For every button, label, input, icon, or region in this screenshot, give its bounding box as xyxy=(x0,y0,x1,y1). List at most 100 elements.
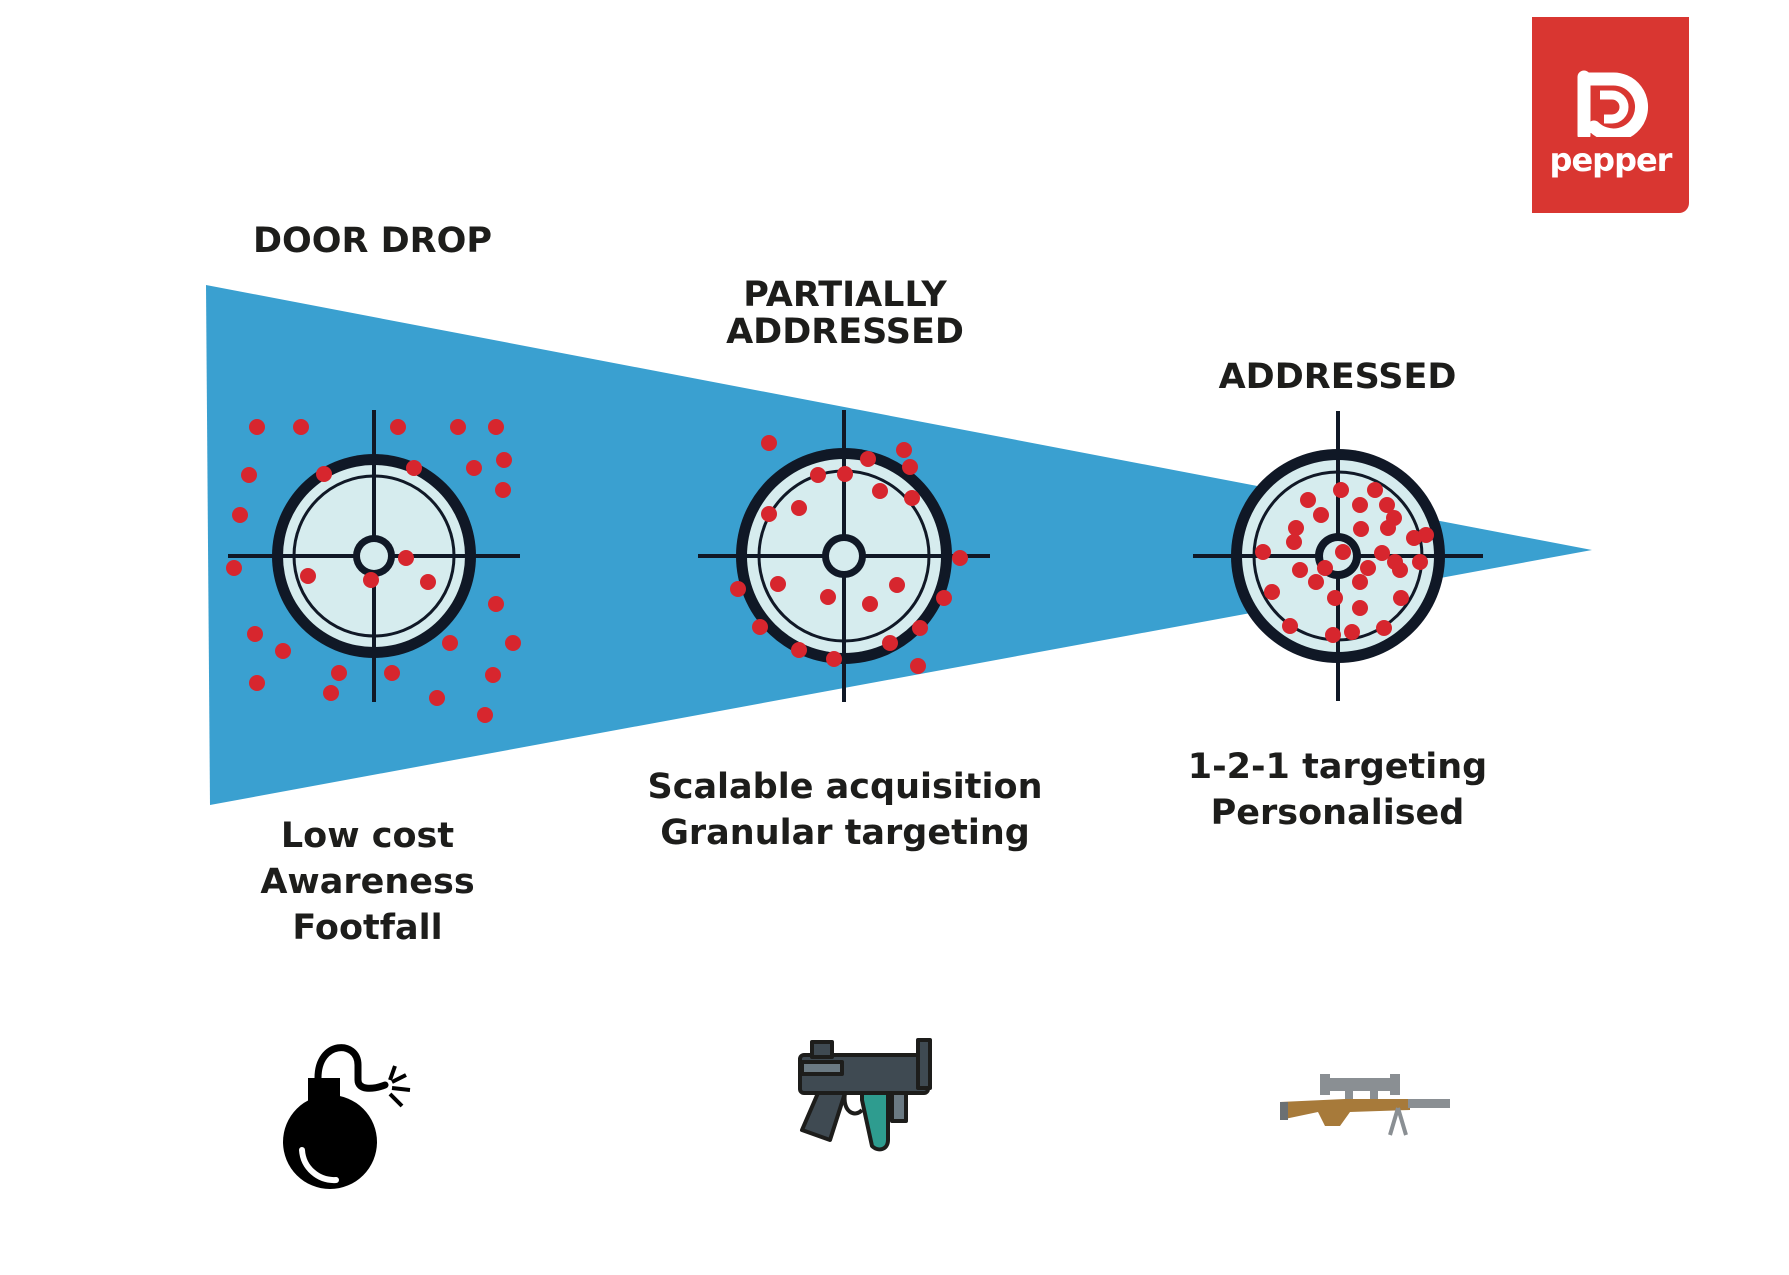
red-dot xyxy=(406,460,422,476)
red-dot xyxy=(1353,521,1369,537)
red-dot xyxy=(761,506,777,522)
logo-wordmark: pepper xyxy=(1549,141,1673,179)
red-dot xyxy=(450,419,466,435)
red-dot xyxy=(316,466,332,482)
red-dot xyxy=(1333,482,1349,498)
stage-description-partially-addressed: Scalable acquisition Granular targeting xyxy=(625,764,1065,856)
description-line: 1-2-1 targeting xyxy=(1187,747,1488,787)
red-dot xyxy=(496,452,512,468)
submachine-gun-icon xyxy=(798,1038,932,1152)
red-dot xyxy=(232,507,248,523)
red-dot xyxy=(485,667,501,683)
red-dot xyxy=(488,419,504,435)
red-dot xyxy=(1367,482,1383,498)
red-dot xyxy=(1308,574,1324,590)
red-dot xyxy=(1288,520,1304,536)
title-line: ADDRESSED xyxy=(1218,357,1457,397)
title-line: DOOR DROP xyxy=(252,221,493,261)
red-dot xyxy=(331,665,347,681)
red-dot xyxy=(770,576,786,592)
red-dot xyxy=(390,419,406,435)
scatter-dots xyxy=(730,435,968,674)
description-line: Granular targeting xyxy=(660,813,1030,853)
red-dot xyxy=(904,490,920,506)
red-dot xyxy=(495,482,511,498)
red-dot xyxy=(1380,520,1396,536)
red-dot xyxy=(1255,544,1271,560)
red-dot xyxy=(488,596,504,612)
red-dot xyxy=(872,483,888,499)
red-dot xyxy=(1374,545,1390,561)
red-dot xyxy=(249,675,265,691)
description-line: Low cost xyxy=(280,816,455,856)
pepper-logo: pepper xyxy=(1532,17,1689,213)
red-dot xyxy=(442,635,458,651)
red-dot xyxy=(791,642,807,658)
red-dot xyxy=(936,590,952,606)
red-dot xyxy=(896,442,912,458)
red-dot xyxy=(466,460,482,476)
red-dot xyxy=(862,596,878,612)
red-dot xyxy=(1317,560,1333,576)
description-line: Awareness xyxy=(260,862,475,902)
red-dot xyxy=(1379,497,1395,513)
red-dot xyxy=(505,635,521,651)
red-dot xyxy=(1300,492,1316,508)
red-dot xyxy=(1360,560,1376,576)
description-line: Personalised xyxy=(1210,793,1465,833)
red-dot xyxy=(952,550,968,566)
pepper-logo-mark-icon xyxy=(1577,70,1649,137)
target-addressed xyxy=(1193,411,1483,701)
red-dot xyxy=(1352,497,1368,513)
red-dot xyxy=(791,500,807,516)
red-dot xyxy=(1325,627,1341,643)
red-dot xyxy=(1393,590,1409,606)
description-line: Scalable acquisition xyxy=(647,767,1043,807)
stage-title-partially-addressed: PARTIALLY ADDRESSED xyxy=(660,277,1030,351)
sniper-rifle-icon xyxy=(1280,1074,1450,1136)
red-dot xyxy=(902,459,918,475)
stage-title-addressed: ADDRESSED xyxy=(1165,359,1510,396)
red-dot xyxy=(1352,574,1368,590)
target-door-drop xyxy=(226,410,521,723)
red-dot xyxy=(398,550,414,566)
red-dot xyxy=(249,419,265,435)
red-dot xyxy=(1286,534,1302,550)
red-dot xyxy=(1352,600,1368,616)
red-dot xyxy=(226,560,242,576)
red-dot xyxy=(241,467,257,483)
red-dot xyxy=(293,419,309,435)
red-dot xyxy=(837,466,853,482)
red-dot xyxy=(752,619,768,635)
red-dot xyxy=(1406,530,1422,546)
red-dot xyxy=(761,435,777,451)
red-dot xyxy=(882,635,898,651)
red-dot xyxy=(889,577,905,593)
stage-description-addressed: 1-2-1 targeting Personalised xyxy=(1150,744,1525,836)
red-dot xyxy=(1282,618,1298,634)
red-dot xyxy=(860,451,876,467)
red-dot xyxy=(300,568,316,584)
red-dot xyxy=(477,707,493,723)
red-dot xyxy=(1376,620,1392,636)
red-dot xyxy=(820,589,836,605)
red-dot xyxy=(1292,562,1308,578)
description-line: Footfall xyxy=(292,908,443,948)
title-line: PARTIALLY xyxy=(743,275,947,315)
red-dot xyxy=(1418,527,1434,543)
red-dot xyxy=(247,626,263,642)
red-dot xyxy=(1313,507,1329,523)
scatter-dots xyxy=(226,419,521,723)
red-dot xyxy=(429,690,445,706)
red-dot xyxy=(420,574,436,590)
red-dot xyxy=(1392,562,1408,578)
red-dot xyxy=(384,665,400,681)
red-dot xyxy=(810,467,826,483)
red-dot xyxy=(910,658,926,674)
red-dot xyxy=(912,620,928,636)
red-dot xyxy=(1327,590,1343,606)
red-dot xyxy=(1335,544,1351,560)
red-dot xyxy=(275,643,291,659)
red-dot xyxy=(826,651,842,667)
